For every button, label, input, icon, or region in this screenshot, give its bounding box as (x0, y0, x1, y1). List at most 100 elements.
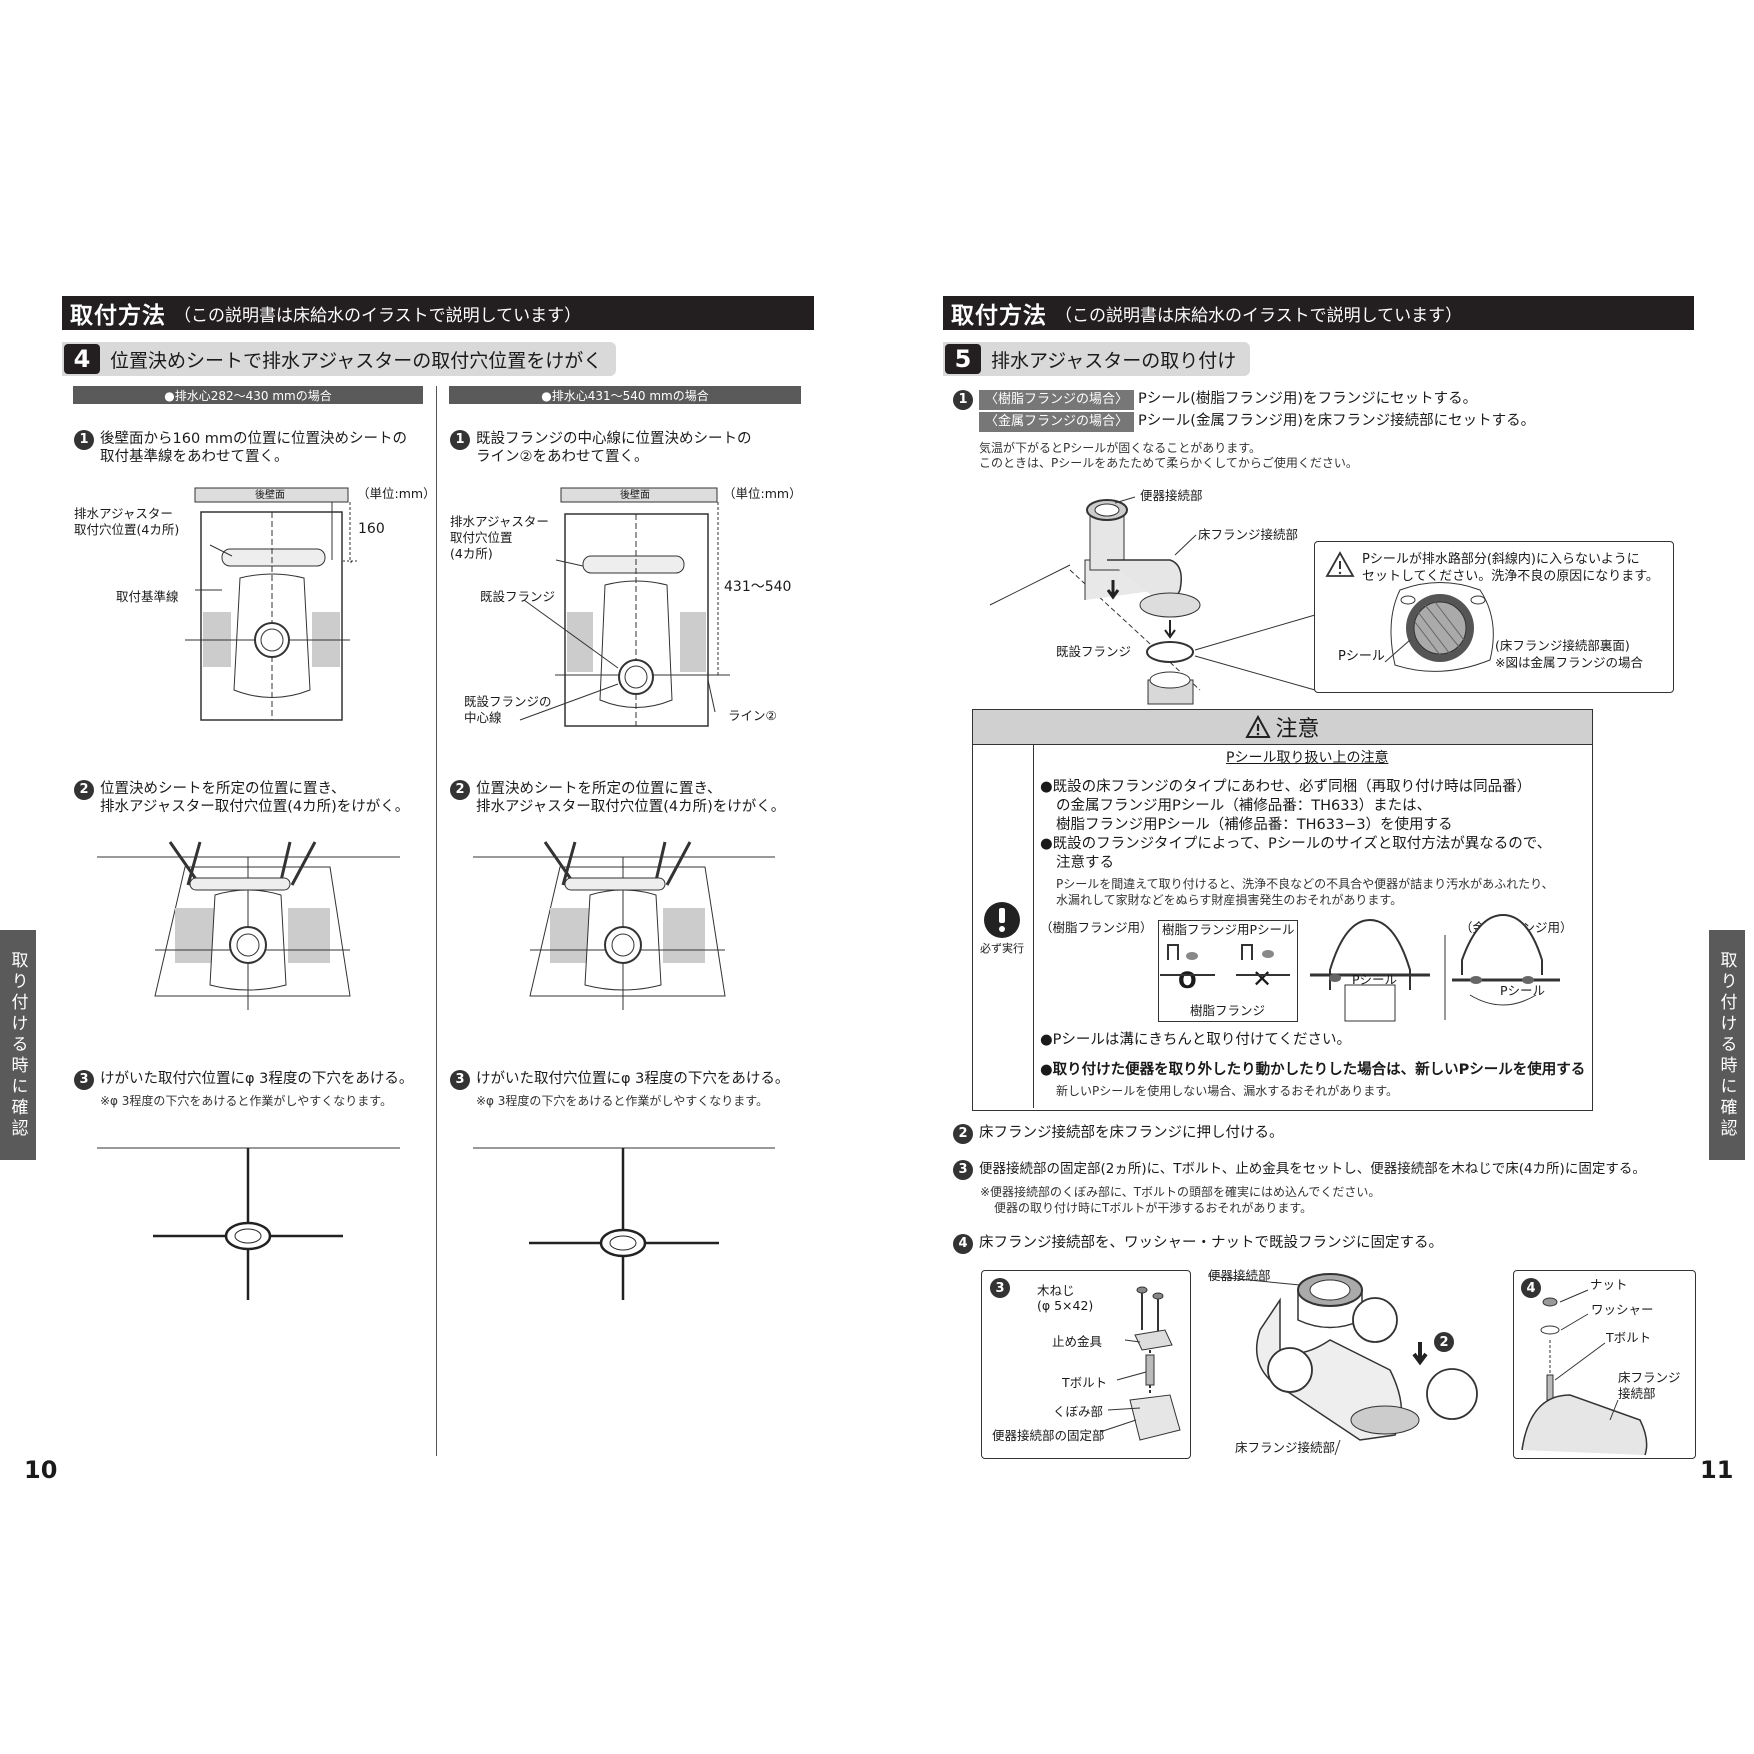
step-a1-text-2: 取付基準線をあわせて置く。 (100, 449, 289, 465)
side-tab-left: 取り付ける時に確認 (0, 930, 36, 1160)
toilet-conn-label-2: 便器接続部 (1208, 1268, 1271, 1283)
step-b1-text-2: ライン②をあわせて置く。 (476, 449, 649, 465)
left-step-bar: 4 位置決めシートで排水アジャスターの取付穴位置をけがく (62, 342, 617, 376)
step-b2: 2 位置決めシートを所定の位置に置き、 排水アジャスター取付穴位置(4カ所)をけ… (450, 780, 785, 816)
step-a2-text-2: 排水アジャスター取付穴位置(4カ所)をけがく。 (100, 799, 410, 815)
warning-box (1314, 541, 1674, 693)
caution-1-line-1: ●既設の床フランジのタイプにあわせ、必ず同梱（再取り付け時は同品番） (1040, 779, 1532, 795)
step-r1-number: 1 (953, 390, 973, 410)
case-b-banner: ●排水心431～540 mmの場合 (449, 386, 801, 404)
step-a3-note: ※φ 3程度の下穴をあけると作業がしやすくなります。 (100, 1094, 393, 1108)
resin-label: （樹脂フランジ用） (1040, 920, 1153, 935)
step-r4: 4 床フランジ接続部を、ワッシャー・ナットで既設フランジに固定する。 (953, 1234, 1443, 1254)
drill-diagram-a (97, 1147, 400, 1300)
caution-2-note-2: 水漏れして家財などをぬらす財産損害発生のおそれがあります。 (1056, 893, 1403, 907)
step-b2-number: 2 (450, 780, 470, 800)
step-a3-text: けがいた取付穴位置にφ 3程度の下穴をあける。 (100, 1071, 414, 1087)
step-b2-text-1: 位置決めシートを所定の位置に置き、 (476, 781, 722, 797)
dim-431: 431～540 (724, 579, 792, 595)
step-b1-text-1: 既設フランジの中心線に位置決めシートの (476, 431, 752, 447)
step-r1-text-b: Pシール(金属フランジ用)を床フランジ接続部にセットする。 (1138, 413, 1536, 429)
step-r3: 3 便器接続部の固定部(2ヵ所)に、Tボルト、止め金具をセットし、便器接続部を木… (953, 1160, 1646, 1180)
ok-mark: O (1178, 969, 1197, 994)
step-b3-text: けがいた取付穴位置にφ 3程度の下穴をあける。 (476, 1071, 790, 1087)
side-tab-right: 取り付ける時に確認 (1709, 930, 1745, 1160)
pseal-label-2: Pシール (1352, 972, 1398, 987)
sheet-diagram-a (185, 487, 357, 721)
step-r3-note-1: ※便器接続部のくぼみ部に、Tボルトの頭部を確実にはめ込んでください。 (980, 1185, 1381, 1199)
step-b2-text-2: 排水アジャスター取付穴位置(4カ所)をけがく。 (476, 799, 786, 815)
warning-triangle-icon (1325, 551, 1355, 577)
resin-detail-box (1158, 920, 1298, 1022)
right-step-bar: 5 排水アジャスターの取り付け (943, 342, 1251, 376)
step-title-5: 排水アジャスターの取り付け (991, 349, 1237, 372)
step-r1-text-a: Pシール(樹脂フランジ用)をフランジにセットする。 (1138, 391, 1478, 407)
adjuster-label-b1: 排水アジャスター (450, 514, 549, 529)
right-header-sub: （この説明書は床給水のイラストで説明しています） (1055, 305, 1463, 326)
adjuster-label-a2: 取付穴位置(4カ所) (74, 522, 180, 537)
floor-conn-label-3b: 接続部 (1618, 1386, 1656, 1401)
page-number-left: 10 (24, 1456, 58, 1484)
step-r4-text: 床フランジ接続部を、ワッシャー・ナットで既設フランジに固定する。 (979, 1235, 1443, 1251)
pseal-illustration (1384, 582, 1494, 672)
step-a1-number: 1 (74, 430, 94, 450)
floor-conn-label-3a: 床フランジ (1618, 1370, 1681, 1385)
step-r2: 2 床フランジ接続部を床フランジに押し付ける。 (953, 1124, 1284, 1144)
stop-label: 止め金具 (1052, 1334, 1103, 1349)
adjuster-label-a1: 排水アジャスター (74, 506, 173, 521)
step-a3-number: 3 (74, 1070, 94, 1090)
washer-label: ワッシャー (1591, 1302, 1654, 1317)
caution-2-line-2: 注意する (1056, 855, 1114, 871)
step-b1: 1 既設フランジの中心線に位置決めシートの ライン②をあわせて置く。 (450, 430, 752, 466)
nut-label: ナット (1590, 1277, 1628, 1292)
unit-label-a: （単位:mm） (357, 486, 436, 501)
page-number-right: 11 (1700, 1456, 1734, 1484)
resin-flange-label: 樹脂フランジ (1190, 1003, 1266, 1018)
fix-label: 便器接続部の固定部 (992, 1428, 1105, 1443)
caution-4-note: 新しいPシールを使用しない場合、漏水するおそれがあります。 (1056, 1084, 1399, 1098)
center-line-label-1: 既設フランジの (464, 694, 552, 709)
wall-label-b: 後壁面 (620, 490, 650, 501)
flange-label: 既設フランジ (480, 589, 556, 604)
caution-triangle-icon (1245, 714, 1272, 738)
screw-label-1: 木ねじ (1037, 1283, 1075, 1298)
caution-4: ●取り付けた便器を取り外したり動かしたりした場合は、新しいPシールを使用する (1040, 1062, 1586, 1078)
right-header-title: 取付方法 (951, 303, 1047, 329)
step-b3-note: ※φ 3程度の下穴をあけると作業がしやすくなります。 (476, 1094, 769, 1108)
r1-note-2: このときは、Pシールをあたためて柔らかくしてからご使用ください。 (979, 456, 1358, 470)
drill-diagram-b (473, 1147, 775, 1300)
left-header: 取付方法 （この説明書は床給水のイラストで説明しています） (62, 296, 814, 330)
unit-label-b: （単位:mm） (723, 486, 802, 501)
fixing-detail-illustration (1099, 1286, 1181, 1441)
left-header-sub: （この説明書は床給水のイラストで説明しています） (174, 305, 582, 326)
exist-flange-label: 既設フランジ (1056, 644, 1132, 659)
step-b3: 3 けがいた取付穴位置にφ 3程度の下穴をあける。 (450, 1070, 789, 1090)
floor-conn-label-2: 床フランジ接続部 (1235, 1440, 1336, 1455)
pseal-label: Pシール (1338, 649, 1385, 664)
tbolt-label-2: Tボルト (1606, 1330, 1652, 1345)
pseal-label-3: Pシール (1500, 983, 1546, 998)
caution-subtitle: Pシール取り扱い上の注意 (1226, 750, 1389, 766)
marking-diagram-a (97, 841, 400, 1010)
step-r3-text: 便器接続部の固定部(2ヵ所)に、Tボルト、止め金具をセットし、便器接続部を木ねじ… (979, 1161, 1646, 1177)
center-divider (436, 386, 437, 1456)
caution-1-line-2: の金属フランジ用Pシール（補修品番：TH633）または、 (1056, 798, 1432, 814)
caution-2-note-1: Pシールを間違えて取り付けると、洗浄不良などの不具合や便器が詰まり汚水があふれた… (1056, 877, 1554, 891)
step-title: 位置決めシートで排水アジャスターの取付穴位置をけがく (110, 349, 603, 372)
step-number: 4 (64, 344, 100, 374)
must-label: 必ず実行 (980, 942, 1024, 955)
step-r4-number: 4 (953, 1234, 973, 1254)
r1-note-1: 気温が下がるとPシールが固くなることがあります。 (979, 441, 1262, 455)
step-r1-a: 1 〈樹脂フランジの場合〉 Pシール(樹脂フランジ用)をフランジにセットする。 (953, 390, 1477, 410)
wall-label-a: 後壁面 (255, 490, 285, 501)
marking-diagram-b (473, 841, 775, 1010)
step-a3: 3 けがいた取付穴位置にφ 3程度の下穴をあける。 (74, 1070, 413, 1090)
detail-3-box (981, 1270, 1191, 1459)
left-header-title: 取付方法 (70, 303, 166, 329)
step-r2-text: 床フランジ接続部を床フランジに押し付ける。 (979, 1125, 1284, 1141)
sheet-diagram-b (519, 487, 730, 727)
caution-title: 注意 (1275, 717, 1320, 742)
warning-text-2: セットしてください。洗浄不良の原因になります。 (1362, 569, 1659, 584)
screw-label-2: (φ 5×42) (1037, 1298, 1094, 1313)
step-b3-number: 3 (450, 1070, 470, 1090)
